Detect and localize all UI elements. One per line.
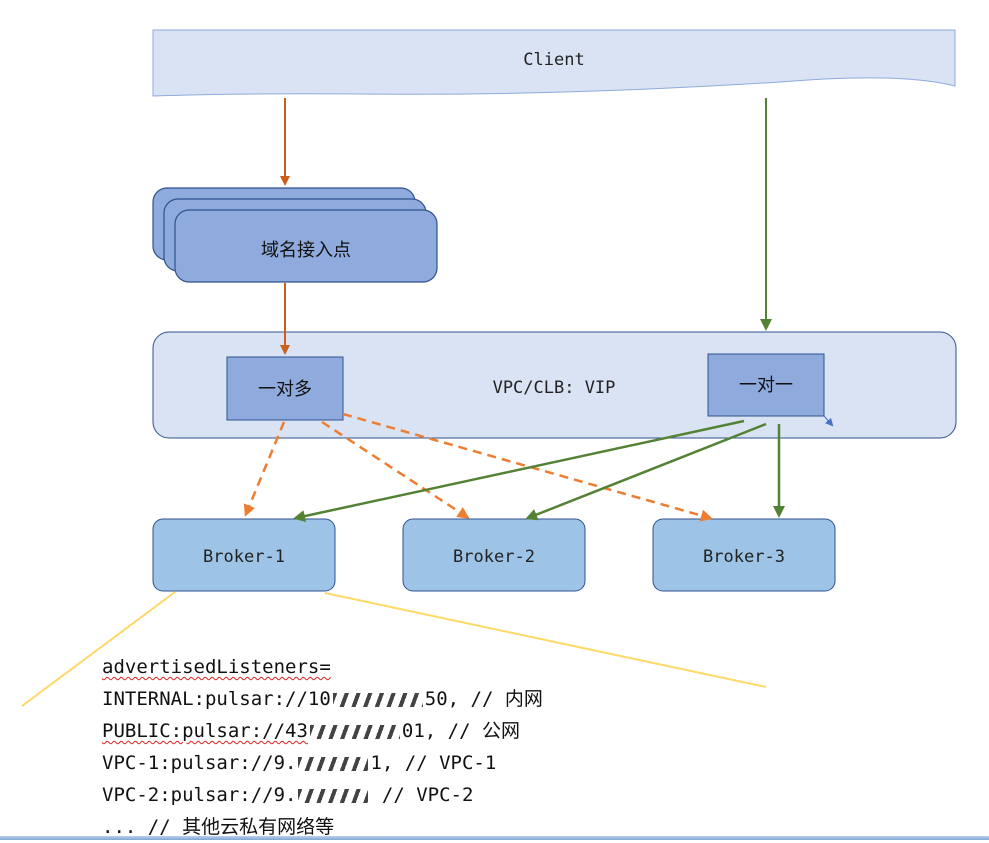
broker-1-label: Broker-1 [203, 547, 285, 567]
redacted-mark [298, 788, 369, 803]
listener-internal-suffix: 50, // 内网 [424, 688, 543, 710]
listener-internal-line: INTERNAL:pulsar://10 50, // 内网 [102, 683, 702, 715]
listener-vpc2-line: VPC-2:pulsar://9. // VPC-2 [102, 779, 702, 811]
listener-public-line: PUBLIC:pulsar://43 01, // 公网 [102, 715, 702, 747]
listener-vpc1-prefix: VPC-1:pulsar://9. [102, 752, 297, 774]
broker-2-label: Broker-2 [453, 547, 535, 567]
callout-line-left [21, 591, 176, 707]
one-to-many-to-broker-1-arrow [243, 421, 286, 517]
broker-2-box: Broker-2 [402, 518, 586, 592]
redacted-mark [298, 756, 369, 771]
client-box: Client [152, 29, 956, 97]
listener-vpc1-suffix: 1, // VPC-1 [370, 752, 497, 774]
redacted-mark [309, 724, 400, 739]
one-to-one-box: 一对一 [707, 353, 834, 427]
one-to-one-to-broker-1-arrow [293, 419, 745, 522]
listener-others: ... // 其他云私有网络等 [102, 816, 335, 838]
listeners-title: advertisedListeners= [102, 656, 331, 678]
slide-bottom-edge [0, 836, 989, 840]
one-to-many-label: 一对多 [258, 379, 312, 400]
broker-3-label: Broker-3 [703, 547, 785, 567]
broker-1-box: Broker-1 [152, 518, 336, 592]
listener-vpc1-line: VPC-1:pulsar://9. 1, // VPC-1 [102, 747, 702, 779]
one-to-one-label: 一对一 [739, 375, 793, 396]
listener-public-suffix: 01, // 公网 [401, 720, 520, 742]
listener-internal-prefix: INTERNAL:pulsar://10 [102, 688, 331, 710]
one-to-many-to-broker-3-arrow [342, 412, 713, 522]
advertised-listeners-config: advertisedListeners= INTERNAL:pulsar://1… [102, 651, 702, 843]
broker-3-box: Broker-3 [652, 518, 836, 592]
vpc-clb-label: VPC/CLB: VIP [493, 378, 616, 398]
client-label: Client [523, 50, 584, 70]
listener-public-prefix: PUBLIC:pulsar://43 [102, 720, 308, 742]
listener-vpc2-suffix: // VPC-2 [370, 784, 474, 806]
domain-endpoint-label: 域名接入点 [261, 240, 351, 261]
one-to-many-box: 一对多 [226, 356, 344, 421]
listener-vpc2-prefix: VPC-2:pulsar://9. [102, 784, 297, 806]
callout-line-right [324, 592, 767, 688]
small-arrow-icon [823, 415, 834, 427]
domain-endpoint-stack: 域名接入点 [152, 187, 438, 283]
one-to-one-to-broker-2-arrow [525, 422, 767, 521]
redacted-mark [332, 692, 423, 707]
listeners-title-line: advertisedListeners= [102, 651, 702, 683]
listener-others-line: ... // 其他云私有网络等 [102, 811, 702, 843]
